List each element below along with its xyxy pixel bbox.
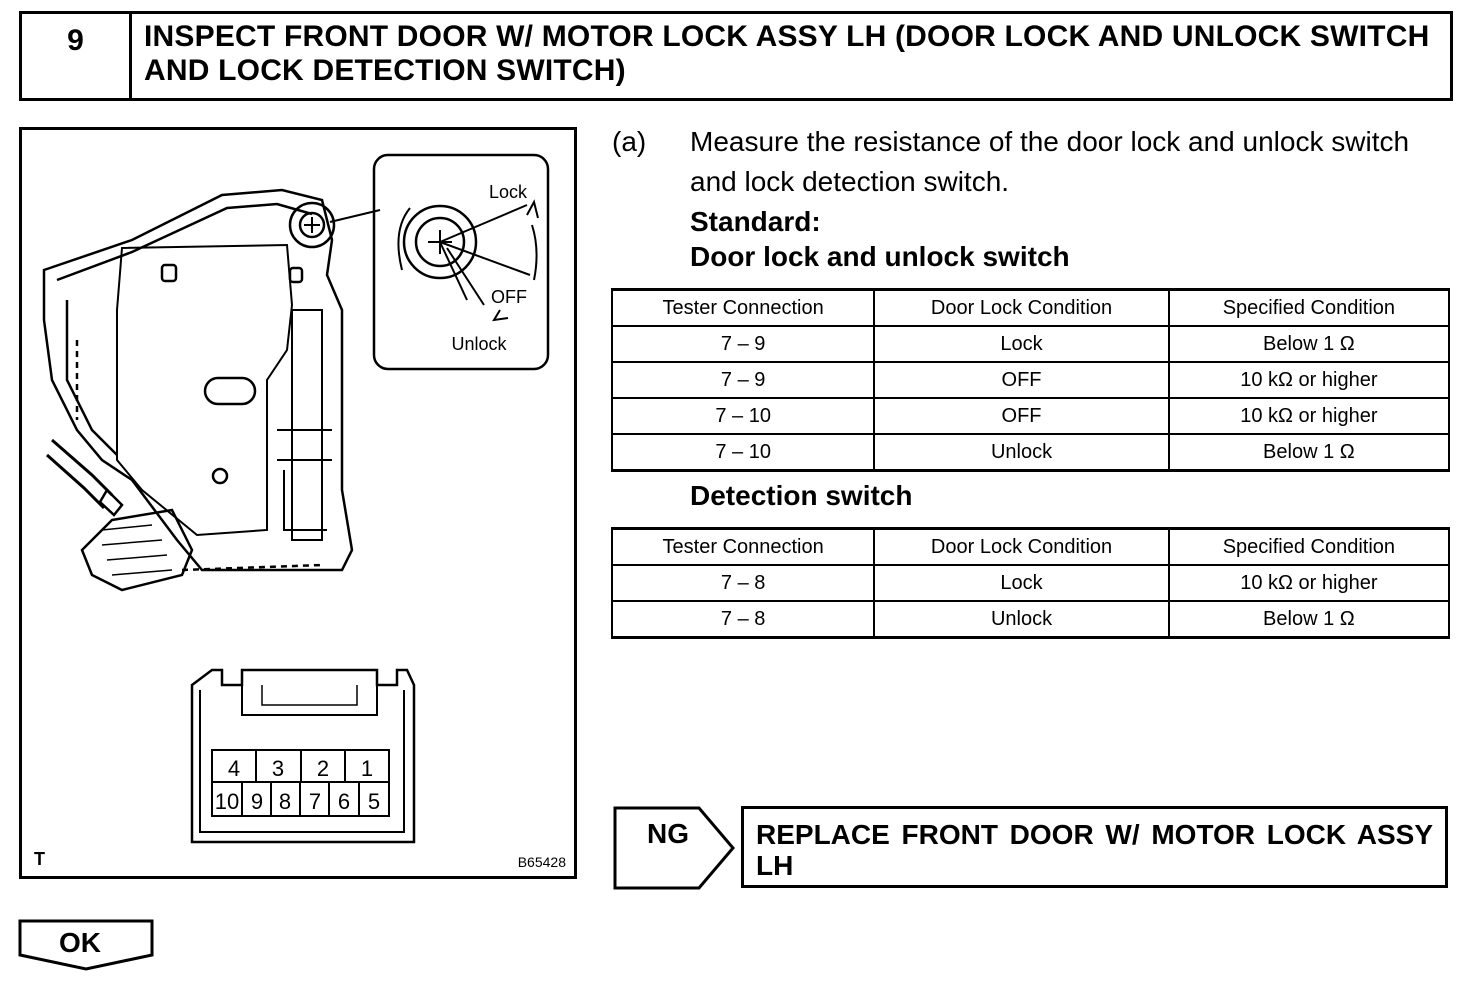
table-row: 7 – 10 Unlock Below 1 Ω xyxy=(610,433,1451,472)
table-cell: 7 – 9 xyxy=(610,361,876,399)
column-header: Tester Connection xyxy=(610,288,876,327)
standard-label: Standard: xyxy=(690,206,821,237)
table-cell: Unlock xyxy=(873,433,1170,472)
table-row: 7 – 8 Lock 10 kΩ or higher xyxy=(610,564,1451,602)
step-number: 9 xyxy=(22,14,132,98)
lock-assembly-figure: Lock OFF Unlock 4 3 2 1 10 9 8 7 6 5 T B… xyxy=(19,127,577,879)
ng-result-box: REPLACE FRONT DOOR W/ MOTOR LOCK ASSY LH xyxy=(741,806,1448,888)
door-lock-switch-table: Tester Connection Door Lock Condition Sp… xyxy=(610,288,1451,472)
table-cell: Below 1 Ω xyxy=(1167,433,1451,472)
table-cell: 10 kΩ or higher xyxy=(1167,397,1451,435)
subheading-detection-switch: Detection switch xyxy=(690,480,913,511)
ng-label: NG xyxy=(647,818,689,849)
column-header: Specified Condition xyxy=(1167,527,1451,566)
connector-pin: 9 xyxy=(251,789,263,814)
connector-pin: 4 xyxy=(228,756,240,781)
lock-assembly-illustration: Lock OFF Unlock 4 3 2 1 10 9 8 7 6 5 xyxy=(42,153,550,844)
instruction: (a) Measure the resistance of the door l… xyxy=(612,122,1457,242)
table-cell: 7 – 8 xyxy=(610,600,876,639)
column-header: Door Lock Condition xyxy=(873,288,1170,327)
column-header: Tester Connection xyxy=(610,527,876,566)
ng-arrow-shape xyxy=(613,806,735,890)
connector-pin: 5 xyxy=(368,789,380,814)
table-row: 7 – 9 Lock Below 1 Ω xyxy=(610,325,1451,363)
connector-pin: 2 xyxy=(317,756,329,781)
table-cell: 7 – 8 xyxy=(610,564,876,602)
detection-switch-table: Tester Connection Door Lock Condition Sp… xyxy=(610,527,1451,639)
table-cell: OFF xyxy=(873,397,1170,435)
instruction-text: Measure the resistance of the door lock … xyxy=(690,126,1410,197)
callout-off: OFF xyxy=(491,287,527,307)
table-cell: 10 kΩ or higher xyxy=(1167,361,1451,399)
ng-flow-arrow: NG xyxy=(613,806,737,897)
figure-corner-mark: T xyxy=(34,849,45,869)
table-cell: OFF xyxy=(873,361,1170,399)
column-header: Door Lock Condition xyxy=(873,527,1170,566)
table-cell: Below 1 Ω xyxy=(1167,325,1451,363)
connector-pin: 3 xyxy=(272,756,284,781)
connector-pin: 10 xyxy=(215,789,239,814)
step-header: 9 INSPECT FRONT DOOR W/ MOTOR LOCK ASSY … xyxy=(19,11,1453,101)
table-row: 7 – 10 OFF 10 kΩ or higher xyxy=(610,397,1451,435)
connector-pin: 1 xyxy=(361,756,373,781)
connector-pin: 6 xyxy=(338,789,350,814)
subheading-door-lock-switch: Door lock and unlock switch xyxy=(690,241,1070,272)
ok-flow-arrow: OK xyxy=(18,919,158,976)
step-title: INSPECT FRONT DOOR W/ MOTOR LOCK ASSY LH… xyxy=(144,20,1430,87)
callout-unlock: Unlock xyxy=(451,334,507,354)
table-cell: Unlock xyxy=(873,600,1170,639)
table-cell: 7 – 10 xyxy=(610,397,876,435)
table-cell: 10 kΩ or higher xyxy=(1167,564,1451,602)
instruction-label: (a) xyxy=(612,126,647,157)
connector-pin: 8 xyxy=(279,789,291,814)
connector-pin: 7 xyxy=(309,789,321,814)
ok-label: OK xyxy=(59,927,101,958)
table-cell: Lock xyxy=(873,325,1170,363)
ok-arrow-shape xyxy=(18,919,154,971)
table-row: 7 – 8 Unlock Below 1 Ω xyxy=(610,600,1451,639)
figure-code: B65428 xyxy=(517,854,566,870)
table-cell: Lock xyxy=(873,564,1170,602)
table-row: 7 – 9 OFF 10 kΩ or higher xyxy=(610,361,1451,399)
table-cell: 7 – 10 xyxy=(610,433,876,472)
table-cell: Below 1 Ω xyxy=(1167,600,1451,639)
table-cell: 7 – 9 xyxy=(610,325,876,363)
callout-lock: Lock xyxy=(489,182,528,202)
column-header: Specified Condition xyxy=(1167,288,1451,327)
